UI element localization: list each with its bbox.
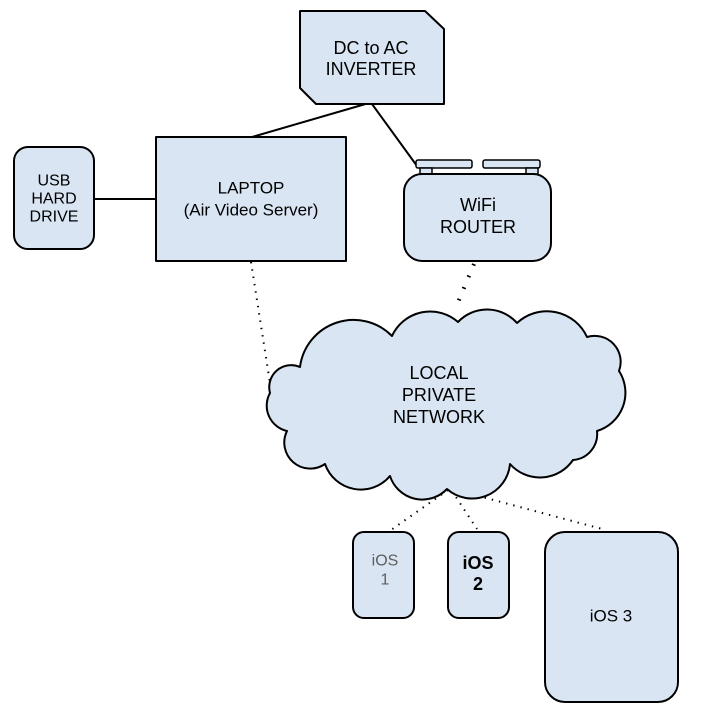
- node-wifi-router: WiFi ROUTER: [403, 159, 552, 262]
- ios1-label-line2: 1: [381, 572, 390, 589]
- node-dc-ac-inverter: DC to AC INVERTER: [299, 10, 445, 105]
- usb-label-line1: USB: [38, 173, 71, 190]
- edge-inverter-to-laptop: [251, 102, 370, 138]
- node-ios-2: iOS 2: [447, 531, 510, 619]
- laptop-label-line2: (Air Video Server): [184, 201, 319, 220]
- cloud-label-line3: NETWORK: [393, 407, 485, 427]
- usb-label-line3: DRIVE: [30, 209, 79, 226]
- laptop-shape: [155, 136, 347, 262]
- ios2-label-line2: 2: [473, 574, 483, 594]
- edge-cloud-to-ios2: [451, 490, 478, 530]
- edge-inverter-to-router: [371, 103, 418, 167]
- ios3-label-line1: iOS 3: [590, 607, 633, 626]
- usb-hard-drive-shape: [13, 146, 95, 250]
- ios2-label-line1: iOS: [462, 553, 493, 573]
- router-shape: [403, 173, 552, 262]
- node-ios-1: iOS 1: [352, 531, 415, 619]
- ios1-label-line1: iOS: [372, 553, 399, 570]
- ios3-shape: [544, 531, 679, 703]
- router-antenna-right-icon: [482, 159, 541, 169]
- edge-router-to-cloud: [454, 263, 476, 308]
- ios1-shape: [352, 531, 415, 619]
- cloud-label-line2: PRIVATE: [402, 385, 476, 405]
- node-ios-3: iOS 3: [544, 531, 679, 703]
- inverter-label-line2: INVERTER: [326, 59, 417, 79]
- edges: [94, 102, 607, 531]
- inverter-shape: [299, 10, 445, 105]
- router-label-line2: ROUTER: [440, 217, 516, 237]
- laptop-label-line1: LAPTOP: [218, 179, 285, 198]
- ios2-shape: [447, 531, 510, 619]
- usb-label-line2: HARD: [31, 191, 76, 208]
- cloud-label-line1: LOCAL: [409, 363, 468, 383]
- cloud-shape: [265, 308, 627, 501]
- node-local-private-network: LOCAL PRIVATE NETWORK: [265, 308, 627, 501]
- inverter-label-line1: DC to AC: [333, 38, 408, 58]
- router-label-line1: WiFi: [460, 195, 496, 215]
- router-antenna-left-icon: [415, 159, 473, 169]
- node-laptop: LAPTOP (Air Video Server): [155, 136, 347, 262]
- edge-laptop-to-cloud: [250, 261, 271, 384]
- node-usb-hard-drive: USB HARD DRIVE: [13, 146, 95, 250]
